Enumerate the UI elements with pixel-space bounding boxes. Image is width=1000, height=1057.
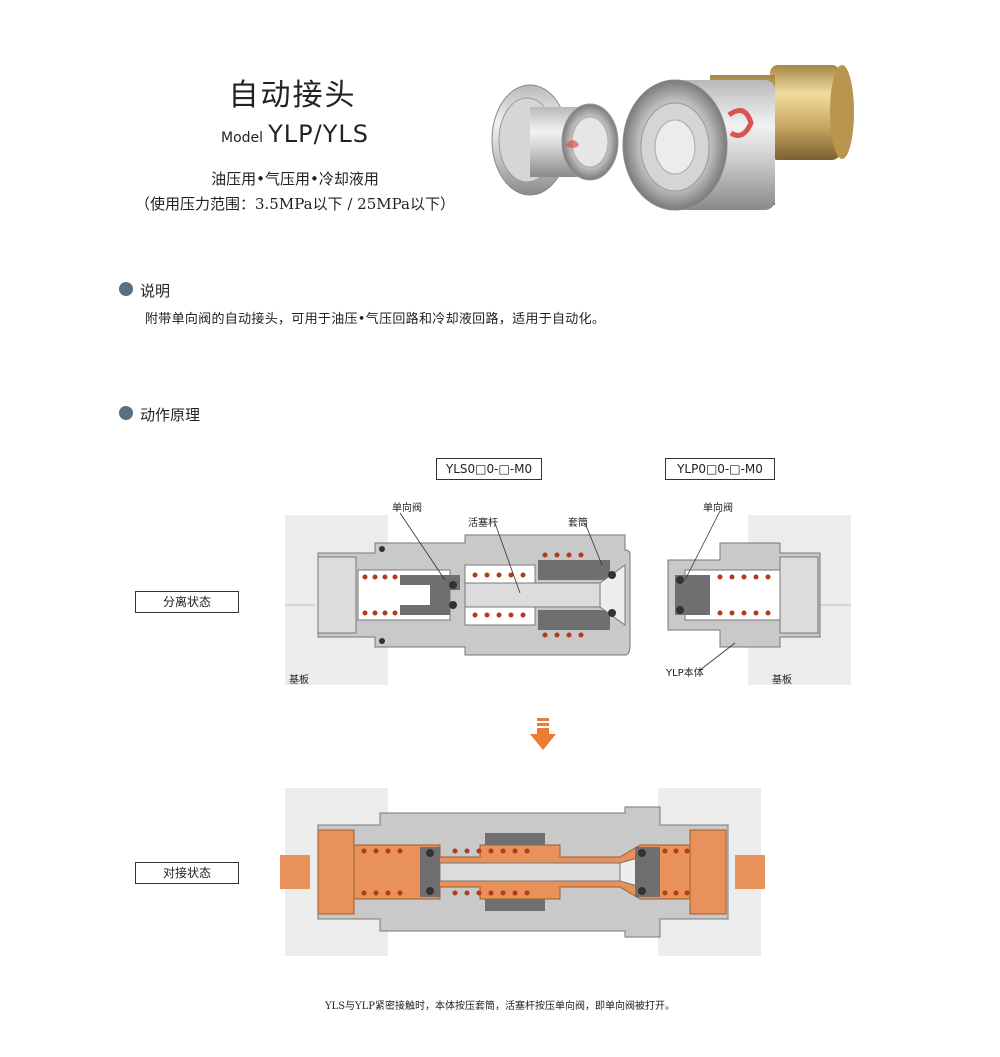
section-title-principle: 动作原理 (140, 406, 201, 424)
model-name: YLP/YLS (268, 120, 369, 148)
pressure-range: （使用压力范围：3.5MPa以下 / 25MPa以下） (135, 195, 455, 213)
label-check-valve-right: 单向阀 (703, 503, 733, 514)
usage-text: 油压用•气压用•冷却液用 (211, 170, 379, 188)
section-bullet-icon (119, 406, 133, 420)
page-title: 自动接头 (228, 78, 357, 113)
state-label-separated: 分离状态 (135, 591, 239, 613)
diagram-connected (280, 788, 765, 956)
label-base-right: 基板 (772, 675, 792, 686)
diagram-separated (285, 510, 851, 685)
section-bullet-icon (119, 282, 133, 296)
description-text: 附带单向阀的自动接头，可用于油压•气压回路和冷却液回路，适用于自动化。 (145, 312, 606, 327)
state-label-connected: 对接状态 (135, 862, 239, 884)
label-sleeve: 套筒 (568, 518, 588, 529)
model-line: Model YLP/YLS (200, 120, 390, 148)
down-arrow-icon (530, 718, 556, 750)
product-photo (491, 65, 854, 211)
label-piston-rod: 活塞杆 (468, 518, 498, 529)
model-prefix: Model (221, 130, 264, 146)
label-check-valve-left: 单向阀 (392, 503, 422, 514)
label-ylp-body: YLP本体 (666, 668, 704, 679)
figure-caption: YLS与YLP紧密接触时，本体按压套筒，活塞杆按压单向阀，即单向阀被打开。 (324, 1001, 676, 1012)
label-base-left: 基板 (289, 675, 309, 686)
model-label-yls: YLS0□0-□-M0 (436, 458, 542, 480)
section-title-description: 说明 (140, 282, 171, 300)
model-label-ylp: YLP0□0-□-M0 (665, 458, 775, 480)
